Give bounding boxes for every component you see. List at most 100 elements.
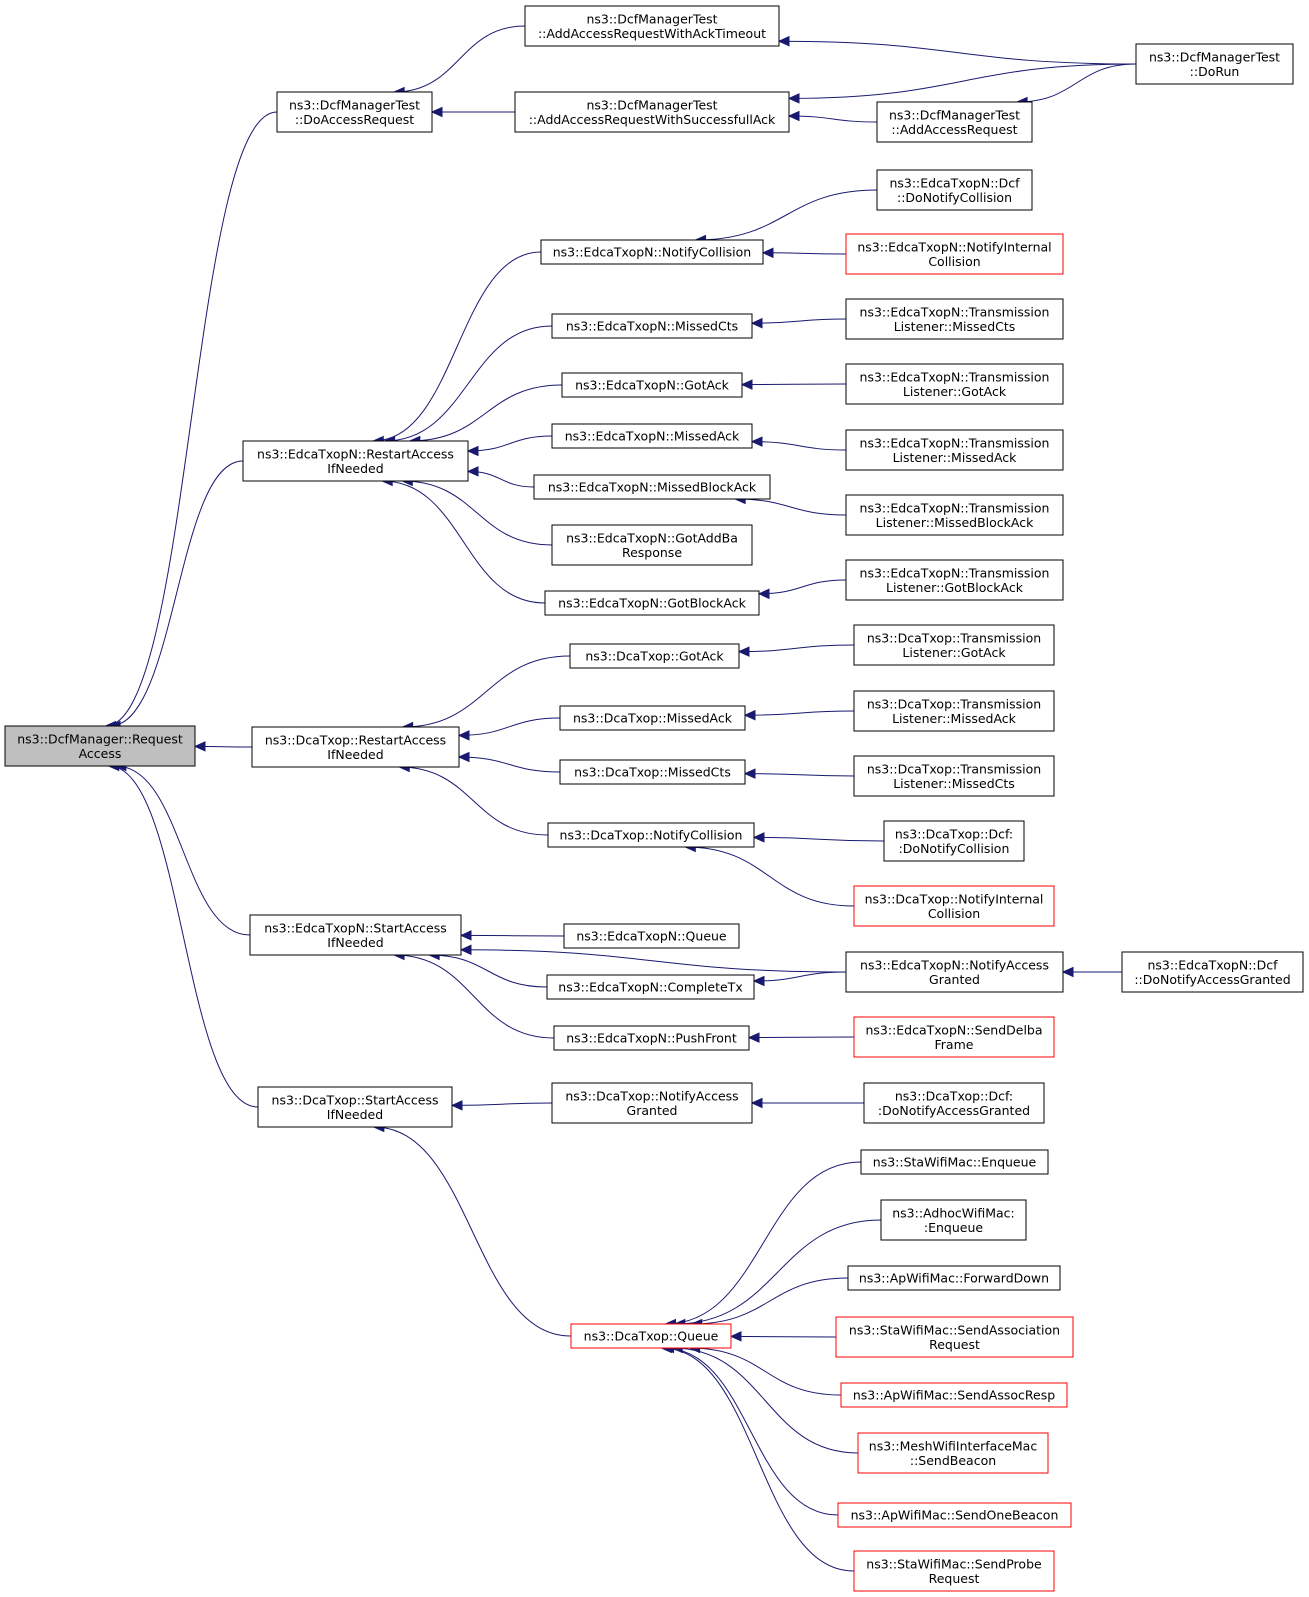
node-box[interactable]	[883, 820, 1025, 862]
node-box[interactable]	[853, 755, 1055, 797]
node-box[interactable]	[853, 624, 1055, 666]
node-box[interactable]	[853, 1016, 1055, 1058]
node-epf[interactable]: ns3::EdcaTxopN::PushFront	[553, 1025, 750, 1051]
node-ddcfnag[interactable]: ns3::DcaTxop::Dcf::DoNotifyAccessGranted	[863, 1082, 1045, 1124]
node-box[interactable]	[845, 559, 1064, 601]
node-swe[interactable]: ns3::StaWifiMac::Enqueue	[860, 1149, 1049, 1175]
node-box[interactable]	[257, 1086, 453, 1128]
node-box[interactable]	[880, 1199, 1027, 1241]
node-box[interactable]	[524, 5, 780, 47]
node-box[interactable]	[559, 705, 746, 731]
node-dq[interactable]: ns3::DcaTxop::Queue	[570, 1323, 732, 1349]
node-box[interactable]	[569, 643, 740, 669]
node-apfd[interactable]: ns3::ApWifiMac::ForwardDown	[847, 1265, 1061, 1291]
node-enc[interactable]: ns3::EdcaTxopN::NotifyCollision	[540, 239, 764, 265]
node-box[interactable]	[544, 590, 760, 616]
node-etlmba[interactable]: ns3::EdcaTxopN::TransmissionListener::Mi…	[845, 494, 1064, 536]
node-box[interactable]	[876, 101, 1033, 143]
node-box[interactable]	[551, 313, 753, 339]
node-ect[interactable]: ns3::EdcaTxopN::CompleteTx	[546, 974, 755, 1000]
node-box[interactable]	[561, 372, 743, 398]
node-box[interactable]	[553, 1025, 750, 1051]
node-box[interactable]	[845, 298, 1064, 340]
node-box[interactable]	[853, 1550, 1055, 1592]
node-embla[interactable]: ns3::EdcaTxopN::MissedBlockAck	[533, 474, 771, 500]
node-eq[interactable]: ns3::EdcaTxopN::Queue	[563, 923, 740, 949]
node-etlma[interactable]: ns3::EdcaTxopN::TransmissionListener::Mi…	[845, 429, 1064, 471]
node-box[interactable]	[533, 474, 771, 500]
node-ema[interactable]: ns3::EdcaTxopN::MissedAck	[551, 423, 753, 449]
node-etlgba[interactable]: ns3::EdcaTxopN::TransmissionListener::Go…	[845, 559, 1064, 601]
node-box[interactable]	[563, 923, 740, 949]
node-edcfnag[interactable]: ns3::EdcaTxopN::Dcf::DoNotifyAccessGrant…	[1121, 951, 1304, 993]
node-edcfnc[interactable]: ns3::EdcaTxopN::Dcf::DoNotifyCollision	[876, 169, 1033, 211]
node-box[interactable]	[860, 1149, 1049, 1175]
node-box[interactable]	[242, 440, 469, 482]
node-dma[interactable]: ns3::DcaTxop::MissedAck	[559, 705, 746, 731]
node-box[interactable]	[845, 494, 1064, 536]
node-box[interactable]	[551, 524, 753, 566]
node-apsob[interactable]: ns3::ApWifiMac::SendOneBeacon	[837, 1502, 1072, 1528]
node-box[interactable]	[4, 725, 196, 767]
node-box[interactable]	[1121, 951, 1304, 993]
node-box[interactable]	[853, 885, 1055, 927]
node-dtlmc[interactable]: ns3::DcaTxop::TransmissionListener::Miss…	[853, 755, 1055, 797]
node-box[interactable]	[551, 1082, 753, 1124]
node-apsar[interactable]: ns3::ApWifiMac::SendAssocResp	[840, 1382, 1068, 1408]
node-box[interactable]	[863, 1082, 1045, 1124]
node-box[interactable]	[251, 726, 460, 768]
node-box[interactable]	[845, 233, 1064, 275]
node-dmc[interactable]: ns3::DcaTxop::MissedCts	[559, 759, 746, 785]
node-enag[interactable]: ns3::EdcaTxopN::NotifyAccessGranted	[845, 951, 1064, 993]
node-mwsb[interactable]: ns3::MeshWifiInterfaceMac::SendBeacon	[857, 1432, 1049, 1474]
node-box[interactable]	[276, 91, 433, 133]
node-box[interactable]	[876, 169, 1033, 211]
node-box[interactable]	[835, 1316, 1074, 1358]
node-egba[interactable]: ns3::EdcaTxopN::GotBlockAck	[544, 590, 760, 616]
node-box[interactable]	[547, 822, 755, 848]
node-box[interactable]	[1135, 43, 1294, 85]
node-dorun[interactable]: ns3::DcfManagerTest::DoRun	[1135, 43, 1294, 85]
node-box[interactable]	[540, 239, 764, 265]
node-etlga[interactable]: ns3::EdcaTxopN::TransmissionListener::Go…	[845, 363, 1064, 405]
node-box[interactable]	[845, 951, 1064, 993]
node-box[interactable]	[570, 1323, 732, 1349]
node-box[interactable]	[559, 759, 746, 785]
node-box[interactable]	[840, 1382, 1068, 1408]
node-box[interactable]	[845, 429, 1064, 471]
node-dga[interactable]: ns3::DcaTxop::GotAck	[569, 643, 740, 669]
node-ega[interactable]: ns3::EdcaTxopN::GotAck	[561, 372, 743, 398]
node-etlmc[interactable]: ns3::EdcaTxopN::TransmissionListener::Mi…	[845, 298, 1064, 340]
node-dtlga[interactable]: ns3::DcaTxop::TransmissionListener::GotA…	[853, 624, 1055, 666]
node-box[interactable]	[857, 1432, 1049, 1474]
node-emc[interactable]: ns3::EdcaTxopN::MissedCts	[551, 313, 753, 339]
node-dnc[interactable]: ns3::DcaTxop::NotifyCollision	[547, 822, 755, 848]
node-aarsa[interactable]: ns3::DcfManagerTest::AddAccessRequestWit…	[514, 91, 790, 133]
node-aar[interactable]: ns3::DcfManagerTest::AddAccessRequest	[876, 101, 1033, 143]
node-ddcfnc[interactable]: ns3::DcaTxop::Dcf::DoNotifyCollision	[883, 820, 1025, 862]
node-box[interactable]	[551, 423, 753, 449]
node-box[interactable]	[845, 363, 1064, 405]
node-box[interactable]	[847, 1265, 1061, 1291]
node-dar[interactable]: ns3::DcfManagerTest::DoAccessRequest	[276, 91, 433, 133]
node-awe[interactable]: ns3::AdhocWifiMac::Enqueue	[880, 1199, 1027, 1241]
node-box[interactable]	[514, 91, 790, 133]
node-dnag[interactable]: ns3::DcaTxop::NotifyAccessGranted	[551, 1082, 753, 1124]
node-box[interactable]	[853, 690, 1055, 732]
node-dtlma[interactable]: ns3::DcaTxop::TransmissionListener::Miss…	[853, 690, 1055, 732]
node-aarat[interactable]: ns3::DcfManagerTest::AddAccessRequestWit…	[524, 5, 780, 47]
node-box[interactable]	[837, 1502, 1072, 1528]
node-box[interactable]	[249, 914, 462, 956]
node-box[interactable]	[546, 974, 755, 1000]
